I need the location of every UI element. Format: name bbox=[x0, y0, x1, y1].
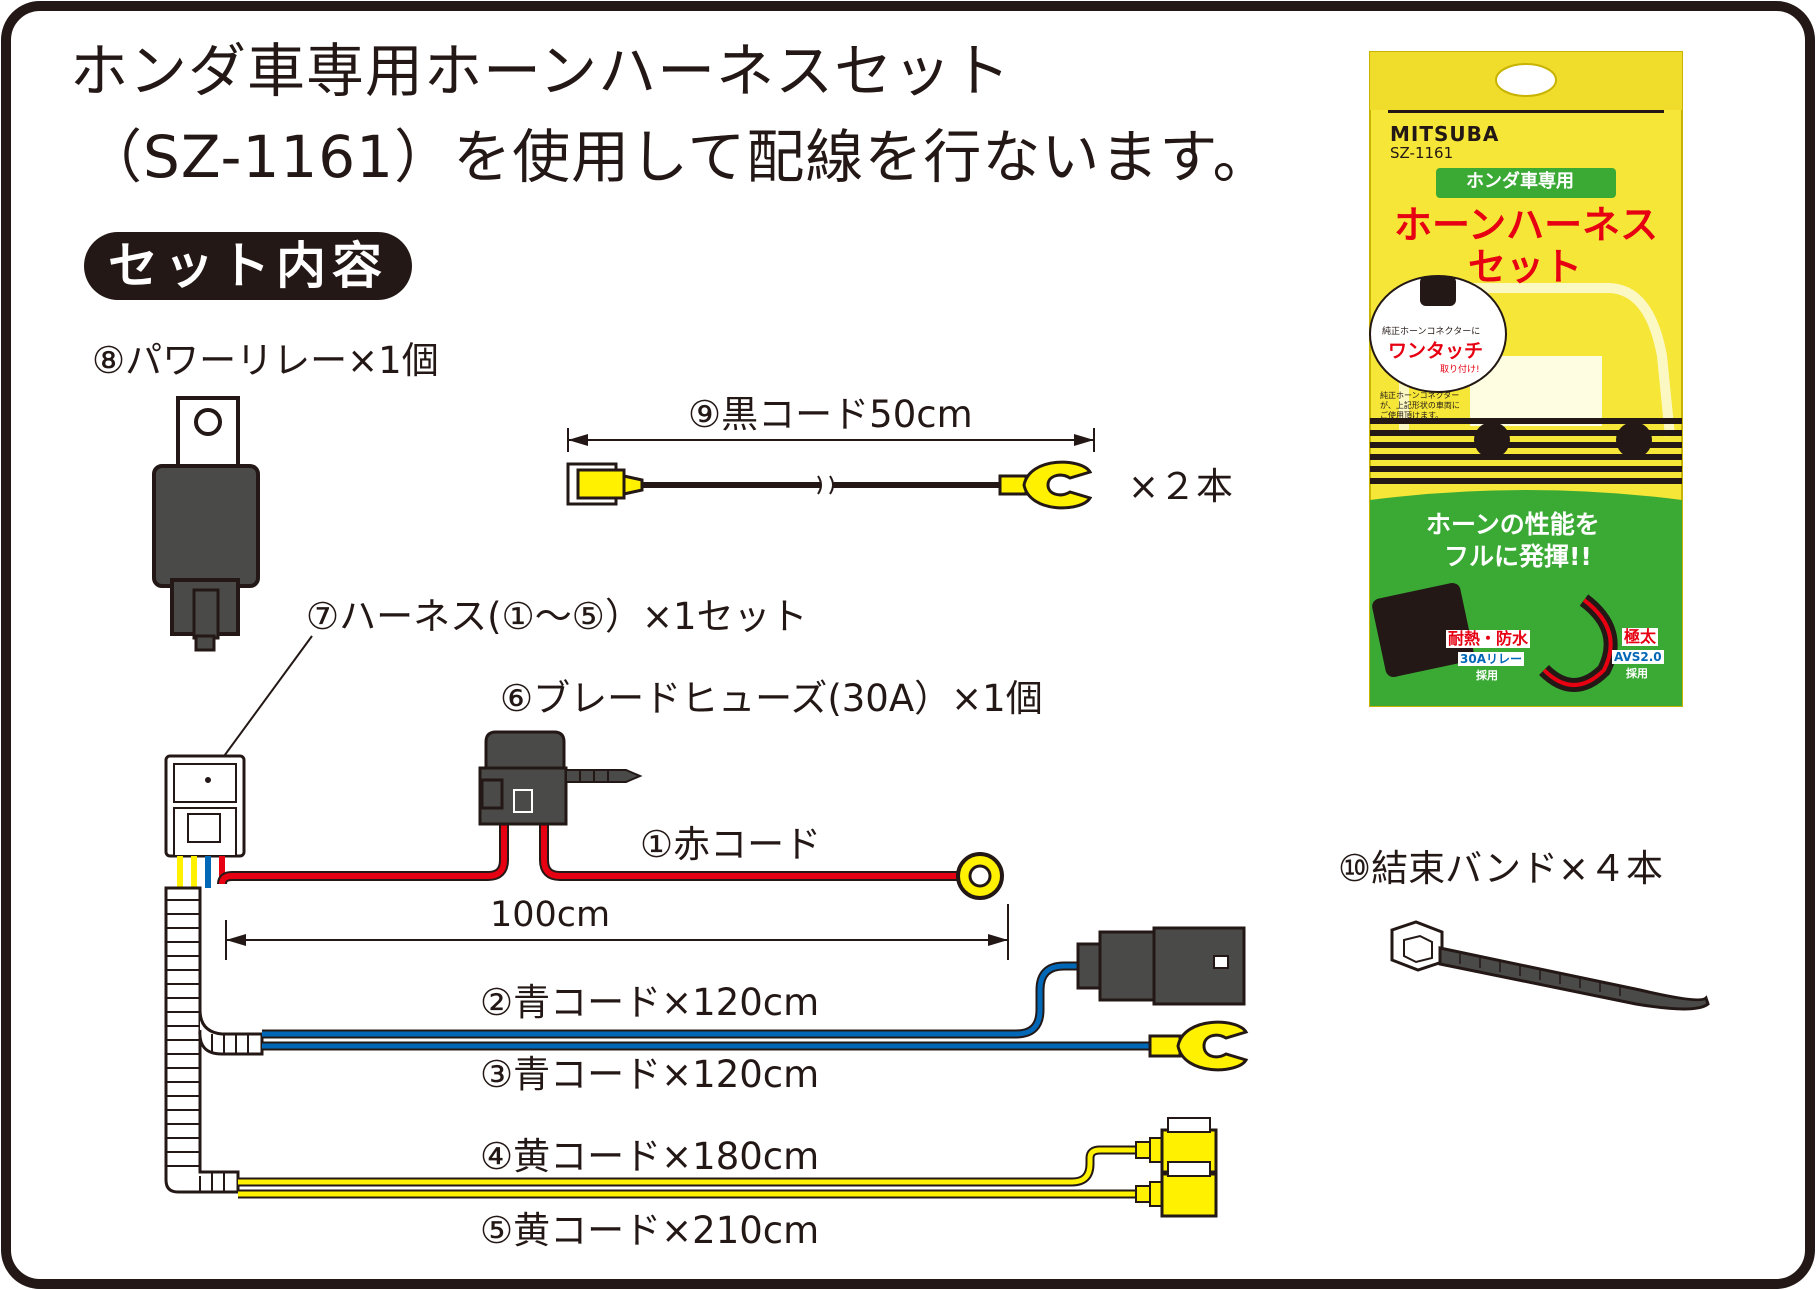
package-feature1-line1: 耐熱・防水 bbox=[1446, 629, 1531, 648]
package-slogan-line2: フルに発揮!! bbox=[1444, 542, 1592, 571]
blue-cord-3-label: ③青コード×120cm bbox=[480, 1053, 820, 1096]
package-note-line3: ご使用頂けます。 bbox=[1380, 411, 1444, 420]
package-slogan-line1: ホーンの性能を bbox=[1426, 510, 1600, 539]
dimension-100cm bbox=[225, 904, 1009, 960]
page-title-line2: （SZ-1161）を使用して配線を行ないます。 bbox=[84, 123, 1272, 191]
blade-fuse-illustration bbox=[478, 730, 643, 826]
package-name-line2: セット bbox=[1468, 245, 1583, 289]
package-feature2-line1: 極太 bbox=[1622, 627, 1659, 646]
length-100cm-label: 100cm bbox=[490, 895, 611, 935]
package-bubble-line2: ワンタッチ bbox=[1388, 340, 1484, 362]
red-cord-illustration bbox=[217, 820, 1004, 900]
package-note-line1: 純正ホーンコネクター bbox=[1380, 391, 1460, 400]
blue-cord-2-label: ②青コード×120cm bbox=[480, 981, 820, 1024]
package-feature1-line2: 30Aリレー bbox=[1458, 652, 1524, 666]
page-title-line1: ホンダ車専用ホーンハーネスセット bbox=[70, 37, 1012, 105]
package-bubble-line3: 取り付け! bbox=[1440, 365, 1480, 375]
blue-cords-illustration bbox=[262, 926, 1249, 1072]
package-box bbox=[1369, 51, 1683, 707]
package-feature1-line3: 採用 bbox=[1476, 669, 1498, 682]
yellow-cord-4-label: ④黄コード×180cm bbox=[480, 1135, 820, 1178]
section-badge: セット内容 bbox=[84, 232, 412, 300]
yellow-cords-illustration bbox=[238, 1117, 1218, 1218]
fuse-label: ⑥ブレードヒューズ(30A）×1個 bbox=[500, 677, 1043, 720]
package-bubble-line1: 純正ホーンコネクターに bbox=[1382, 327, 1481, 337]
black-cord-qty-label: ×２本 bbox=[1128, 465, 1234, 508]
package-note-line2: が、上記形状の車両に bbox=[1380, 401, 1460, 410]
cable-tie-label: ⑩結束バンド×４本 bbox=[1338, 847, 1664, 890]
black-cord-illustration bbox=[566, 428, 1095, 510]
package-feature2-line2: AVS2.0 bbox=[1612, 650, 1664, 664]
relay-label: ⑧パワーリレー×1個 bbox=[92, 339, 439, 382]
harness-label: ⑦ハーネス(①～⑤）×1セット bbox=[306, 595, 808, 638]
yellow-cord-5-label: ⑤黄コード×210cm bbox=[480, 1209, 820, 1252]
package-model: SZ-1161 bbox=[1390, 144, 1454, 162]
power-relay-illustration bbox=[152, 396, 260, 652]
harness-connector-illustration bbox=[164, 635, 313, 888]
package-tag: ホンダ車専用 bbox=[1466, 171, 1574, 192]
red-cord-label: ①赤コード bbox=[640, 823, 822, 866]
cable-tie-illustration bbox=[1390, 920, 1710, 1011]
package-name-line1: ホーンハーネス bbox=[1394, 203, 1659, 247]
package-feature2-line3: 採用 bbox=[1626, 667, 1648, 680]
corrugated-sleeve bbox=[164, 886, 264, 1194]
package-brand: MITSUBA bbox=[1390, 122, 1500, 146]
black-cord-label: ⑨黒コード50cm bbox=[688, 393, 973, 436]
